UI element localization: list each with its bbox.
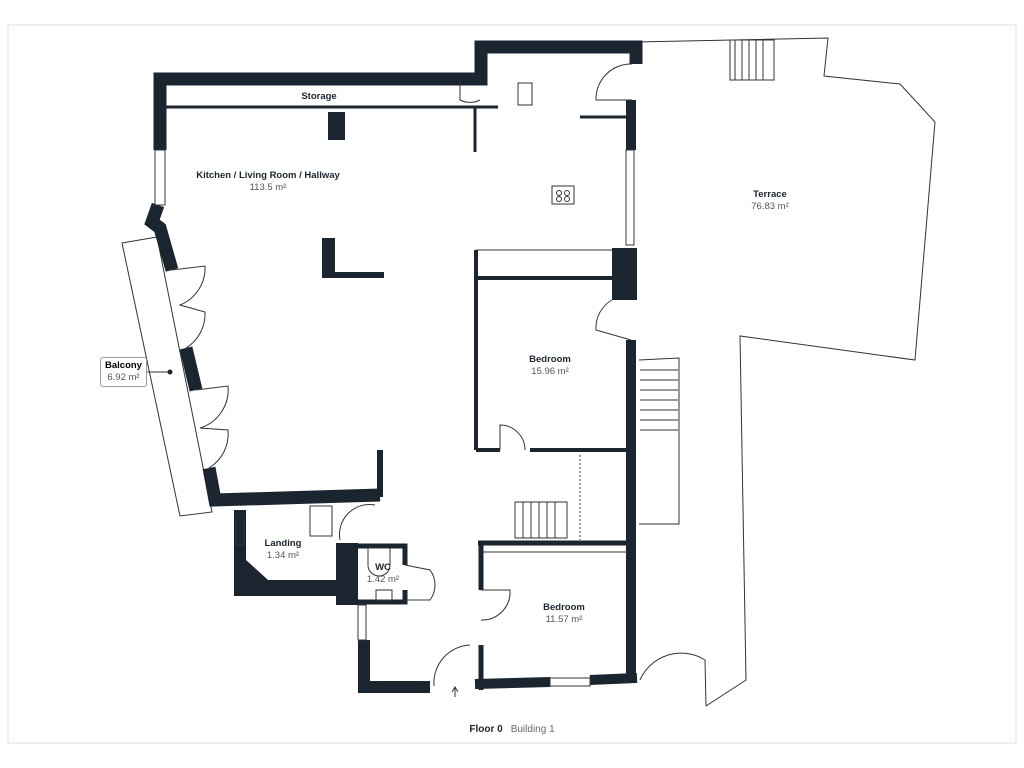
room-label-storage: Storage <box>301 91 337 102</box>
floor-caption: Floor 0 Building 1 <box>0 724 1024 735</box>
terrace-outline <box>635 37 936 707</box>
balcony-outline <box>121 236 213 517</box>
windows <box>154 149 635 687</box>
balcony-pointer <box>143 369 173 375</box>
building-label: Building 1 <box>510 724 555 735</box>
walls <box>144 40 643 693</box>
floor-label: Floor 0 <box>469 724 503 735</box>
doors <box>171 63 707 707</box>
page-frame <box>7 24 1017 744</box>
stairs <box>309 39 775 540</box>
